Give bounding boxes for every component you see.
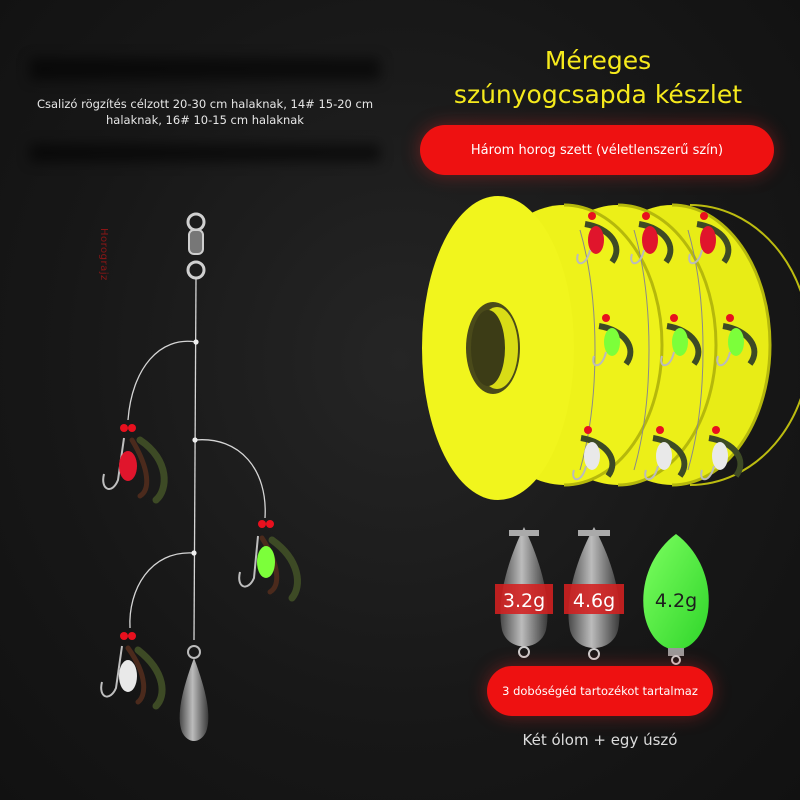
spool-fly-icon — [700, 426, 744, 481]
spool-fly-icon — [572, 426, 616, 481]
swivel-icon — [186, 212, 206, 280]
hook-set-badge: Három horog szett (véletlenszerű szín) — [420, 125, 774, 175]
blurred-text-band — [30, 58, 380, 80]
product-title-line2: szúnyogcsapda készlet — [453, 80, 743, 109]
lead-sinker-icon — [179, 645, 209, 741]
fly-hook-icon — [102, 424, 168, 504]
hook-set-badge-text: Három horog szett (véletlenszerű szín) — [470, 142, 724, 158]
blurred-text-band — [30, 144, 380, 162]
accessories-badge-text: 3 dobóségéd tartozékot tartalmaz — [502, 684, 698, 698]
spool-front-icon — [422, 196, 574, 500]
main-line — [193, 277, 197, 641]
accessories-badge: 3 dobóségéd tartozékot tartalmaz — [487, 666, 713, 716]
weight-label: 3.2g — [503, 590, 545, 612]
spool-fly-icon — [592, 314, 634, 367]
spool-fly-icon — [630, 212, 674, 265]
fishing-rig — [100, 212, 301, 741]
branch-line — [127, 340, 197, 421]
sinker-4-6g: 4.6g — [564, 527, 624, 660]
sinker-3-2g: 3.2g — [495, 527, 553, 658]
spool-fly-icon — [716, 314, 758, 367]
fly-hook-icon — [238, 520, 301, 602]
float-4-2g: 4.2g — [643, 534, 709, 665]
spool-fly-icon — [644, 426, 688, 481]
branch-line — [129, 552, 195, 629]
rig-description: Csalizó rögzítés célzott 20-30 cm halakn… — [36, 97, 374, 127]
branch-line — [194, 439, 266, 519]
spool-fly-icon — [688, 212, 732, 265]
weight-label: 4.6g — [573, 590, 615, 612]
product-title-line1: Méreges — [544, 46, 652, 75]
spool-set — [422, 196, 800, 500]
rig-vertical-label: Horograjz — [98, 228, 109, 281]
spool-fly-icon — [660, 314, 702, 367]
weight-label: 4.2g — [655, 590, 697, 612]
fly-hook-icon — [100, 632, 166, 710]
spool-fly-icon — [576, 212, 620, 265]
accessories-caption: Két ólom + egy úszó — [522, 731, 678, 749]
